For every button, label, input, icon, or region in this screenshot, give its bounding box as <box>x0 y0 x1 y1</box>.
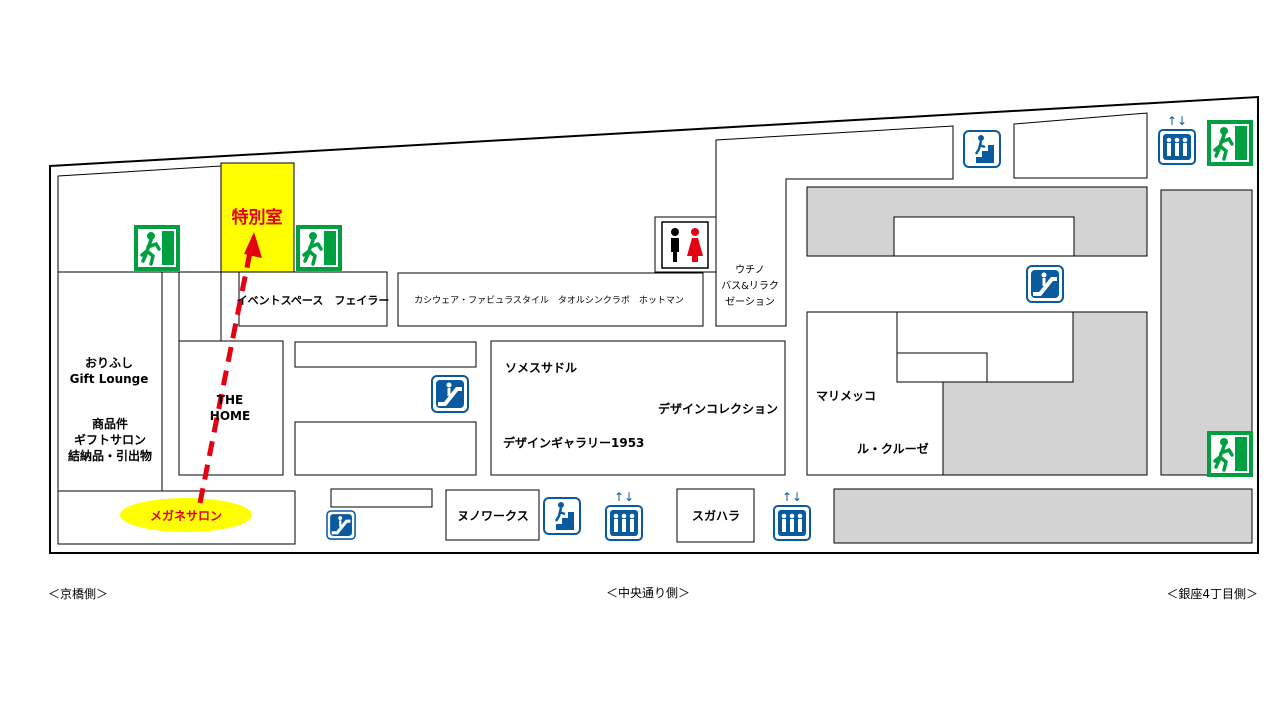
emergency-exit-icon <box>1205 429 1255 479</box>
zone-small-1 <box>294 341 477 368</box>
store-design-area[interactable] <box>490 340 786 476</box>
store-sugahara[interactable] <box>676 488 755 543</box>
stairs-icon[interactable] <box>542 496 582 536</box>
escalator-icon[interactable] <box>430 374 470 414</box>
emergency-exit-icon <box>1205 118 1255 168</box>
stairs-icon[interactable] <box>962 129 1002 169</box>
store-label: 結納品・引出物 <box>68 448 152 463</box>
store-event-space[interactable] <box>238 271 388 327</box>
zone-inner-white-top <box>893 216 1075 257</box>
store-label: Gift Lounge <box>70 372 149 386</box>
zone-small-bottom <box>330 488 433 508</box>
store-label: HOME <box>210 409 250 423</box>
store-label: ル・クルーゼ <box>857 441 929 456</box>
store-label: ウチノ <box>735 264 765 276</box>
store-label: ソメスサドル <box>505 361 577 375</box>
store-label: THE <box>217 393 243 407</box>
store-label: ゼーション <box>725 296 775 308</box>
escalator-icon[interactable] <box>1025 264 1065 304</box>
store-nuno[interactable] <box>445 489 540 541</box>
store-label: ヌノワークス <box>457 509 528 523</box>
store-the-home[interactable] <box>178 340 284 476</box>
zone-small-2 <box>294 421 477 476</box>
store-label: マリメッコ <box>816 389 876 403</box>
zone-top-right-1 <box>1013 112 1148 179</box>
store-label: イベントスペース フェイラー <box>237 294 390 307</box>
store-label: ギフトサロン <box>74 432 146 447</box>
direction-center: ＜中央通り側＞ <box>606 585 690 600</box>
store-label: スガハラ <box>692 508 740 523</box>
megane-label: メガネサロン <box>150 508 222 523</box>
emergency-exit-icon <box>132 223 182 273</box>
gray-block-bottom <box>833 488 1253 544</box>
store-label: カシウェア・ファビュラスタイル タオルシンクラボ ホットマン <box>414 295 684 306</box>
store-label: おりふし <box>85 356 133 370</box>
corridor-line-2 <box>220 272 283 342</box>
route-arrowhead <box>244 232 262 258</box>
corridor-line <box>162 271 180 341</box>
megane-highlight[interactable] <box>120 498 252 532</box>
store-label: 商品件 <box>92 416 128 431</box>
store-label: バス&リラク <box>721 280 779 292</box>
route-arrow <box>197 251 253 504</box>
store-kashiwear[interactable] <box>397 272 704 327</box>
store-label: デザインコレクション <box>658 401 778 416</box>
direction-right: ＜銀座4丁目側＞ <box>1166 586 1258 601</box>
restroom-icon <box>661 221 709 269</box>
emergency-exit-icon <box>294 223 344 273</box>
gray-column-right <box>1160 189 1253 476</box>
direction-left: ＜京橋側＞ <box>48 587 108 601</box>
store-label: デザインギャラリー1953 <box>503 435 644 450</box>
special-room-label: 特別室 <box>232 207 283 228</box>
escalator-icon[interactable] <box>325 509 357 541</box>
store-uchino[interactable] <box>715 125 954 327</box>
zone-inner-white-2 <box>896 352 988 383</box>
